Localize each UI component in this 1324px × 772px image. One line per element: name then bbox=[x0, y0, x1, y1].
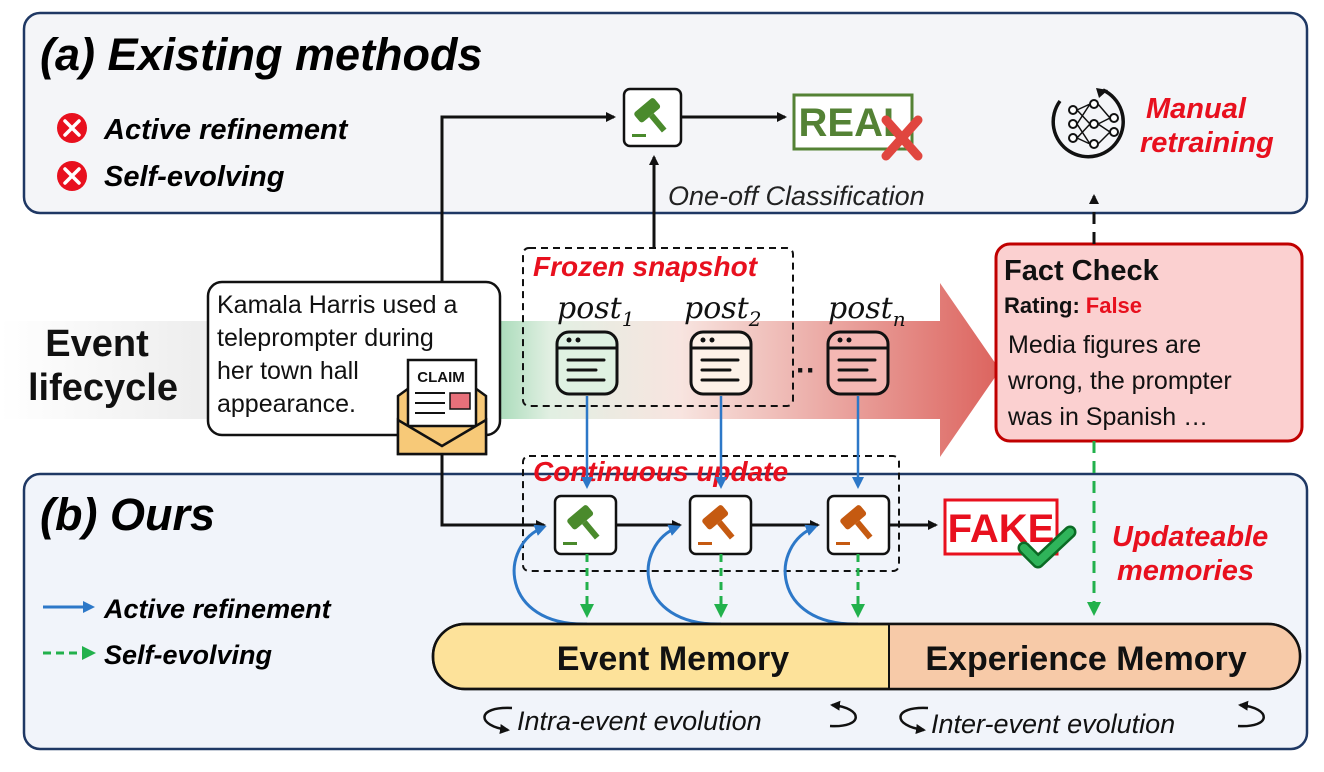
post-2-document-icon bbox=[689, 330, 753, 396]
post-2-label: post2 bbox=[684, 291, 761, 331]
fake-result-box bbox=[943, 498, 1059, 556]
post-1-label: post1 bbox=[557, 291, 634, 331]
inter-event-label: Inter-event evolution bbox=[931, 709, 1175, 739]
frozen-snapshot-label: Frozen snapshot bbox=[533, 251, 759, 282]
claim-line-4: appearance. bbox=[217, 390, 356, 418]
check-mark-icon bbox=[1017, 525, 1077, 569]
post-1-document-icon bbox=[555, 330, 619, 396]
fake-result-label: FAKE bbox=[948, 507, 1055, 551]
updateable-memories-line2: memories bbox=[1117, 555, 1254, 587]
manual-retraining-line2: retraining bbox=[1140, 127, 1274, 159]
neural-network-retraining-icon bbox=[1051, 88, 1125, 159]
fact-check-body-1: Media figures are bbox=[1008, 331, 1201, 359]
arrow-claim-to-ours bbox=[440, 454, 546, 530]
gavel-judge-icon bbox=[553, 494, 618, 556]
fact-check-rating: Rating:False bbox=[1004, 293, 1142, 318]
post-n-document-icon bbox=[826, 330, 890, 396]
posts-ellipsis: ·· bbox=[796, 354, 816, 387]
continuous-update-box bbox=[522, 455, 900, 572]
fact-check-box bbox=[994, 242, 1304, 443]
wrong-cross-icon bbox=[881, 115, 923, 161]
gavel-judge-icon bbox=[622, 87, 683, 148]
intra-event-label: Intra-event evolution bbox=[517, 706, 762, 736]
one-off-classification-label: One-off Classification bbox=[668, 181, 925, 211]
fact-check-title: Fact Check bbox=[1004, 255, 1160, 287]
panel-b-title: (b) Ours bbox=[40, 489, 215, 540]
post-n-label: postn bbox=[828, 291, 906, 331]
legend-a-active: Active refinement bbox=[103, 114, 349, 146]
experience-memory-fill bbox=[889, 624, 1301, 689]
fact-check-body-3: was in Spanish … bbox=[1007, 403, 1208, 431]
panel-b-legend: Active refinement Self-evolving bbox=[43, 594, 332, 670]
updateable-memories-line1: Updateable bbox=[1112, 521, 1268, 553]
fact-check-body-2: wrong, the prompter bbox=[1007, 367, 1232, 395]
curved-arrow-icon bbox=[1237, 700, 1265, 728]
blue-refinement-loop-1 bbox=[512, 524, 588, 626]
claim-line-1: Kamala Harris used a bbox=[217, 291, 457, 319]
panel-a-legend: Active refinement Self-evolving bbox=[57, 113, 349, 193]
claim-envelope-label: CLAIM bbox=[417, 369, 465, 386]
claim-line-2: teleprompter during bbox=[217, 324, 434, 352]
manual-retraining-line1: Manual bbox=[1146, 93, 1247, 125]
curved-arrow-icon bbox=[483, 706, 513, 734]
frozen-snapshot-box bbox=[522, 247, 794, 407]
intra-evolution-group: Intra-event evolution bbox=[483, 700, 857, 736]
arrow-claim-to-classifier bbox=[440, 112, 616, 282]
legend-a-self: Self-evolving bbox=[104, 161, 285, 193]
blue-refinement-loop-2 bbox=[646, 524, 722, 626]
panel-a-title: (a) Existing methods bbox=[40, 29, 483, 80]
curved-arrow-icon bbox=[829, 700, 857, 728]
legend-b-self: Self-evolving bbox=[104, 640, 273, 670]
red-x-icon bbox=[57, 161, 87, 191]
gavel-judge-icon bbox=[826, 494, 891, 556]
blue-refinement-loop-3 bbox=[783, 524, 859, 626]
claim-line-3: her town hall bbox=[217, 357, 359, 385]
memory-bar-outline bbox=[431, 622, 1302, 691]
lifecycle-label-line2: lifecycle bbox=[28, 367, 178, 409]
continuous-update-label: Continuous update bbox=[533, 456, 788, 487]
curved-arrow-icon bbox=[899, 706, 929, 734]
lifecycle-label-line1: Event bbox=[45, 323, 149, 365]
event-memory-label: Event Memory bbox=[557, 640, 789, 678]
red-x-icon bbox=[57, 113, 87, 143]
inter-evolution-group: Inter-event evolution bbox=[899, 700, 1265, 739]
experience-memory-label: Experience Memory bbox=[925, 640, 1246, 678]
legend-b-active: Active refinement bbox=[103, 594, 332, 624]
claim-envelope-icon: CLAIM bbox=[396, 358, 488, 456]
gavel-judge-icon bbox=[688, 494, 753, 556]
